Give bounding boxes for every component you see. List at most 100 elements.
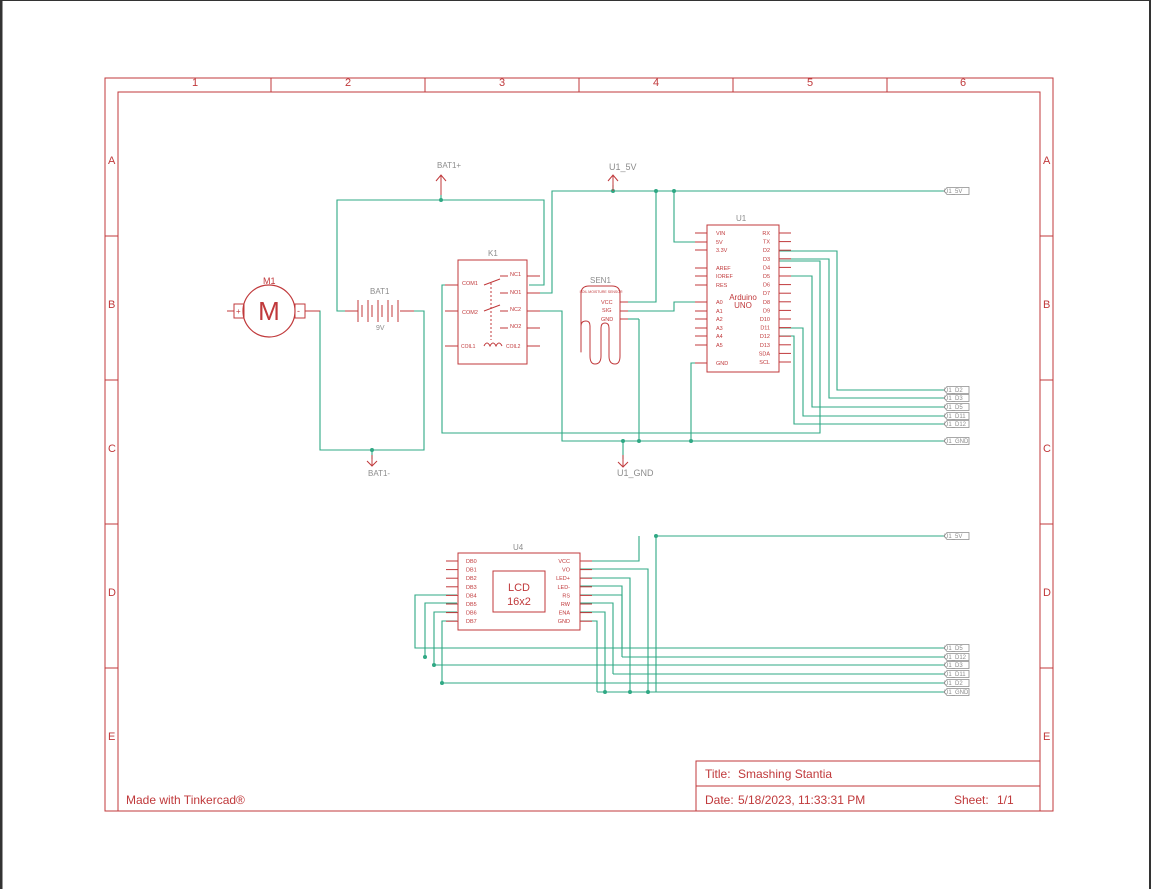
sheet-frame — [104, 77, 1054, 812]
relay-pin: NC1 — [510, 272, 521, 278]
arduino-pin-label: D11 — [760, 326, 770, 332]
lcd-pin-label: DB6 — [466, 611, 477, 617]
arduino-pin-label: IOREF — [716, 274, 733, 280]
net-label: U1_D11 — [944, 414, 966, 420]
row-label: C — [1043, 443, 1051, 455]
arduino-pin-label: D5 — [763, 274, 770, 280]
lcd-pin-label: DB0 — [466, 559, 477, 565]
lcd-name: 16x2 — [507, 596, 531, 608]
net-flag — [943, 679, 970, 687]
row-label: E — [1043, 731, 1050, 743]
arduino-pin-label: A4 — [716, 334, 723, 340]
net-flag — [943, 653, 970, 661]
arduino-pin-label: GND — [716, 361, 728, 367]
net-flag — [943, 661, 970, 669]
made-with-tinkercad: Made with Tinkercad® — [126, 793, 245, 807]
arduino-pin-label: D3 — [763, 257, 770, 263]
lcd-pin-label: RS — [562, 593, 570, 599]
net-label: U1_GND — [944, 439, 969, 445]
arduino-pin-label: 5V — [716, 240, 723, 246]
row-labels: A B C D E A B C D E — [108, 155, 1051, 743]
arduino-pin-label: D8 — [763, 300, 770, 306]
title-block: Title: Smashing Stantia Date: 5/18/2023,… — [695, 760, 1041, 812]
sensor-subtitle: SOIL MOISTURE SENSOR — [579, 290, 623, 294]
battery-value: 9V — [376, 325, 385, 332]
arduino-pin-label: A5 — [716, 343, 723, 349]
sensor-ref: SEN1 — [590, 276, 611, 285]
motor-plus: + — [236, 307, 241, 316]
bat-minus-label: BAT1- — [368, 469, 390, 478]
net-label: U1_D3 — [944, 663, 963, 669]
arduino-pin-label: SCL — [759, 360, 770, 366]
relay-pin: COIL2 — [506, 344, 521, 350]
relay-pin: COM2 — [462, 310, 478, 316]
power-symbol-u1-gnd: U1_GND — [617, 455, 654, 478]
net-label: U1_GND — [944, 690, 969, 696]
net-flag — [943, 420, 970, 428]
arduino-pin-label: D2 — [763, 248, 770, 254]
lcd-name: LCD — [508, 582, 530, 594]
u1-5v-label: U1_5V — [609, 162, 637, 172]
net-label: U1_D2 — [944, 388, 963, 394]
net-label: U1_D5 — [944, 405, 963, 411]
bat-plus-label: BAT1+ — [437, 161, 461, 170]
wire-junctions — [370, 189, 693, 694]
net-flag — [943, 644, 970, 652]
net-label: U1_D5 — [944, 646, 963, 652]
arduino-pin-label: RES — [716, 283, 728, 289]
column-label: 6 — [960, 77, 966, 89]
date-value: 5/18/2023, 11:33:31 PM — [738, 793, 865, 807]
relay-pin: NO2 — [510, 324, 521, 330]
column-label: 5 — [807, 77, 813, 89]
sheet-value: 1/1 — [997, 793, 1014, 807]
motor-ref: M1 — [263, 276, 276, 286]
net-label: U1_D12 — [944, 655, 967, 661]
lcd-pin-label: DB5 — [466, 602, 477, 608]
lcd-pin-label: LED- — [557, 585, 570, 591]
net-label: U1_5V — [944, 189, 962, 195]
battery-ref: BAT1 — [370, 287, 390, 296]
arduino-pin-label: TX — [763, 240, 770, 246]
motor-minus: - — [297, 306, 300, 316]
arduino-pin-label: VIN — [716, 231, 725, 237]
motor-glyph: M — [258, 296, 280, 326]
column-label: 3 — [499, 77, 505, 89]
lcd-pin-label: VCC — [558, 559, 570, 565]
net-flag — [943, 412, 970, 420]
column-label: 1 — [192, 77, 198, 89]
row-label: B — [1043, 299, 1050, 311]
net-flag — [943, 394, 970, 402]
lcd-pin-label: DB7 — [466, 619, 477, 625]
net-flag — [943, 532, 970, 540]
lcd-pin-label: RW — [561, 602, 571, 608]
arduino-pin-label: D7 — [763, 291, 770, 297]
row-label: A — [1043, 155, 1051, 167]
row-label: D — [1043, 587, 1051, 599]
soil-sensor-sen1: SEN1 SOIL MOISTURE SENSOR VCC SIG GND — [579, 276, 628, 365]
arduino-name: UNO — [734, 301, 752, 310]
arduino-pin-label: D6 — [763, 283, 770, 289]
relay-k1: K1 NC1 NO1 NC2 NO2 COM1 COM2 COIL1 COIL2 — [445, 249, 540, 365]
net-label: U1_D2 — [944, 681, 963, 687]
lcd-pin-label: GND — [558, 619, 570, 625]
lcd-pin-label: DB3 — [466, 585, 477, 591]
arduino-ref: U1 — [736, 214, 747, 223]
column-label: 4 — [653, 77, 659, 89]
relay-pin: NO1 — [510, 290, 521, 296]
motor-m1: M1 M + - — [227, 276, 320, 338]
arduino-pin-label: SDA — [759, 351, 771, 357]
arduino-uno-u1: U1 Arduino UNO VIN5V3.3VAREFIOREFRESA0A1… — [695, 214, 791, 373]
net-label: U1_D11 — [944, 672, 966, 678]
lcd-pin-label: DB4 — [466, 593, 477, 599]
row-label: D — [108, 587, 116, 599]
relay-pin: COIL1 — [461, 344, 476, 350]
net-flag — [943, 403, 970, 411]
row-label: B — [108, 299, 115, 311]
lcd-pin-label: ENA — [559, 611, 571, 617]
net-flag — [943, 187, 970, 195]
arduino-pin-label: A1 — [716, 309, 723, 315]
